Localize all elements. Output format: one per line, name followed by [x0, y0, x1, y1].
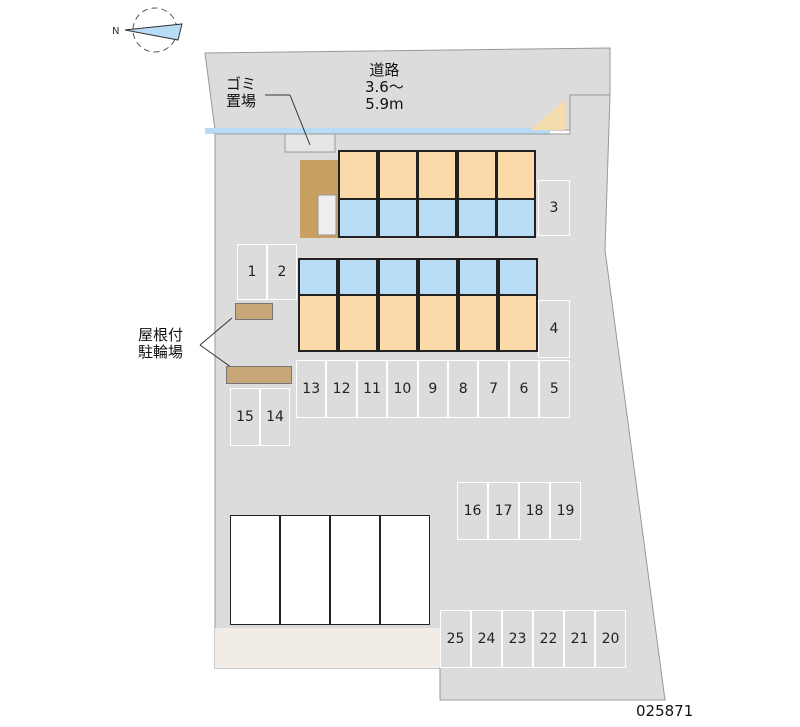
parking-slot: 18	[519, 482, 550, 540]
apartment-unit-wet-area	[338, 258, 378, 296]
apartment-unit-wet-area	[377, 198, 418, 238]
apartment-unit-room	[338, 150, 378, 200]
parking-slot: 2	[267, 244, 297, 300]
neighbor-building-unit	[380, 515, 430, 625]
parking-slot: 21	[564, 610, 595, 668]
bicycle-parking-label: 屋根付駐輪場	[138, 326, 184, 361]
bicycle-parking-1	[235, 303, 273, 320]
apartment-unit-wet-area	[298, 258, 338, 296]
parking-slot: 7	[478, 360, 509, 418]
waterway	[205, 128, 550, 134]
parking-slot: 11	[356, 360, 388, 418]
apartment-unit-wet-area	[418, 258, 458, 296]
parking-slot: 5	[539, 360, 570, 418]
apartment-unit-room	[377, 150, 418, 200]
apartment-unit-room	[456, 150, 497, 200]
parking-slot: 14	[260, 388, 290, 446]
apartment-unit-wet-area	[456, 198, 497, 238]
parking-slot: 24	[471, 610, 502, 668]
apartment-unit-room	[498, 294, 538, 352]
neighbor-building-unit	[330, 515, 380, 625]
parking-slot: 22	[533, 610, 564, 668]
parking-slot: 19	[550, 482, 581, 540]
stairs	[317, 194, 337, 236]
parking-slot: 1	[237, 244, 267, 300]
apartment-unit-room	[338, 294, 378, 352]
bicycle-parking-2	[226, 366, 292, 384]
parking-slot: 10	[387, 360, 418, 418]
apartment-unit-room	[458, 294, 498, 352]
parking-slot: 12	[326, 360, 357, 418]
parking-slot: 13	[296, 360, 327, 418]
parking-slot: 9	[417, 360, 448, 418]
apartment-unit-wet-area	[338, 198, 378, 238]
parking-slot: 16	[457, 482, 488, 540]
garbage-label: ゴミ置場	[226, 75, 257, 110]
apartment-unit-wet-area	[378, 258, 418, 296]
apartment-unit-wet-area	[496, 198, 537, 238]
parking-slot: 20	[595, 610, 626, 668]
neighbor-building-unit	[230, 515, 280, 625]
parking-slot: 25	[440, 610, 471, 668]
svg-text:N: N	[112, 26, 119, 37]
neighbor-building-unit	[280, 515, 330, 625]
parking-slot: 17	[488, 482, 519, 540]
parking-slot: 3	[538, 180, 570, 236]
garbage-area	[284, 133, 336, 153]
compass-icon: N	[112, 7, 183, 53]
parking-slot: 4	[538, 300, 570, 358]
apartment-unit-wet-area	[458, 258, 498, 296]
apartment-unit-room	[496, 150, 537, 200]
apartment-unit-room	[298, 294, 338, 352]
apartment-unit-wet-area	[417, 198, 458, 238]
apartment-unit-wet-area	[498, 258, 538, 296]
apartment-unit-room	[378, 294, 418, 352]
parking-slot: 6	[508, 360, 540, 418]
corner-triangle	[530, 100, 565, 130]
parking-slot: 15	[230, 388, 260, 446]
apartment-unit-room	[418, 294, 458, 352]
parking-slot: 23	[502, 610, 533, 668]
property-code: 025871	[636, 702, 694, 720]
parking-slot: 8	[448, 360, 479, 418]
apartment-unit-room	[417, 150, 458, 200]
